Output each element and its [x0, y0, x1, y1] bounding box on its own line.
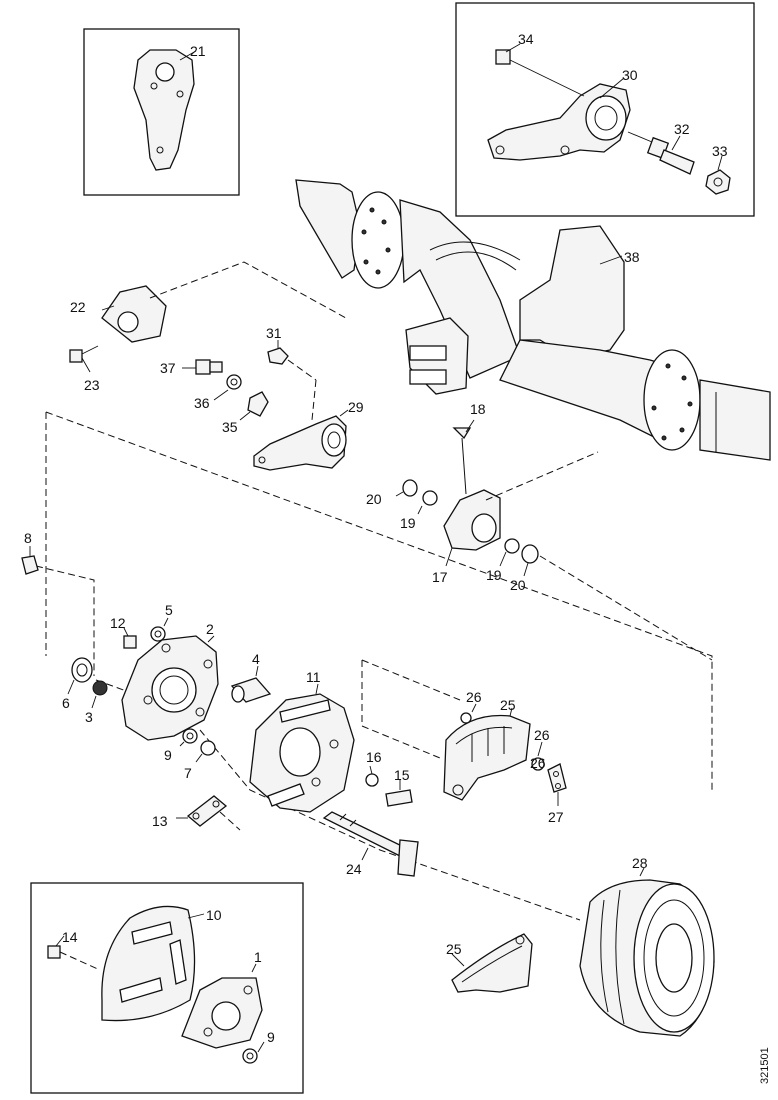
callout-20-lower: 20 — [510, 577, 526, 593]
part-axle-38 — [295, 179, 771, 461]
part-washer-16 — [365, 765, 379, 787]
callout-9-inset: 9 — [267, 1029, 275, 1045]
callout-25-lower: 25 — [446, 941, 462, 957]
callout-23: 23 — [84, 377, 100, 393]
callout-36: 36 — [194, 395, 210, 411]
callout-34: 34 — [518, 31, 534, 47]
callout-16: 16 — [366, 749, 382, 765]
callout-26-mid: 26 — [530, 755, 546, 771]
callout-1: 1 — [254, 949, 262, 965]
callout-4: 4 — [252, 651, 260, 667]
part-washer-36 — [213, 374, 242, 401]
part-seal-3 — [91, 680, 108, 709]
part-bolt-12 — [123, 627, 137, 649]
part-bolt-37 — [182, 359, 223, 375]
callout-9: 9 — [164, 747, 172, 763]
part-link-13 — [176, 795, 228, 827]
callout-38: 38 — [624, 249, 640, 265]
callout-19: 19 — [400, 515, 416, 531]
part-seal-7 — [195, 740, 216, 763]
callout-10: 10 — [206, 907, 222, 923]
part-camshaft-24 — [322, 811, 419, 877]
callout-35: 35 — [222, 419, 238, 435]
callout-5: 5 — [165, 602, 173, 618]
part-nipple-18 — [452, 419, 475, 495]
part-fitting-31 — [267, 340, 317, 421]
part-brake-drum-28 — [579, 867, 715, 1037]
callout-27: 27 — [548, 809, 564, 825]
callout-17: 17 — [432, 569, 448, 585]
part-bolt-15 — [385, 780, 413, 807]
callout-28: 28 — [632, 855, 648, 871]
part-pin-4 — [230, 665, 272, 703]
part-bracket-30 — [487, 77, 631, 161]
callout-18: 18 — [470, 401, 486, 417]
callout-12: 12 — [110, 615, 126, 631]
callout-7: 7 — [184, 765, 192, 781]
part-dust-shield-11 — [249, 683, 355, 813]
part-bolt-34 — [495, 43, 585, 97]
part-slack-adjuster-29 — [253, 409, 349, 471]
callout-8: 8 — [24, 530, 32, 546]
callout-14: 14 — [62, 929, 78, 945]
inset-frame-bracket-30 — [455, 2, 755, 217]
part-bolt-23 — [69, 345, 99, 373]
part-bracket-1 — [181, 963, 263, 1049]
callout-30: 30 — [622, 67, 638, 83]
part-link-27 — [547, 763, 567, 806]
part-seal-19-upper — [417, 490, 438, 515]
part-bolt-8 — [21, 546, 39, 575]
part-seal-19-lower — [499, 538, 520, 567]
callout-11: 11 — [306, 669, 321, 685]
inset-frame-backplate-10 — [30, 882, 304, 1094]
part-clip-26-b — [531, 741, 545, 771]
part-bushing-6 — [67, 657, 93, 695]
part-bushing-35 — [239, 391, 269, 421]
part-bolt-32 — [627, 131, 695, 175]
part-bracket-22 — [101, 285, 167, 343]
part-bracket-21 — [133, 49, 197, 171]
callout-33: 33 — [712, 143, 728, 159]
part-dust-shield-10 — [101, 905, 205, 1022]
part-washer-5 — [150, 617, 169, 642]
part-ring-20-lower — [521, 544, 539, 577]
callout-19-lower: 19 — [486, 567, 502, 583]
callout-37: 37 — [160, 360, 176, 376]
part-bracket-17 — [443, 489, 501, 567]
callout-32: 32 — [674, 121, 690, 137]
part-brake-shoe-25 — [443, 707, 531, 801]
drawing-number: 321501 — [759, 1047, 771, 1084]
callout-26: 26 — [466, 689, 482, 705]
callout-15: 15 — [394, 767, 410, 783]
callout-20: 20 — [366, 491, 382, 507]
callout-25: 25 — [500, 697, 516, 713]
part-bushing-9 — [179, 728, 198, 747]
part-clip-26-a — [460, 703, 477, 724]
callout-13: 13 — [152, 813, 168, 829]
callout-21: 21 — [190, 43, 206, 59]
callout-31: 31 — [266, 325, 282, 341]
callout-3: 3 — [85, 709, 93, 725]
part-bolt-14 — [47, 935, 65, 959]
inset-frame-bracket-21 — [83, 28, 240, 196]
part-brake-shoe-25-lower — [451, 933, 533, 993]
part-bushing-9-inset — [242, 1041, 265, 1064]
part-ring-20-upper — [395, 479, 418, 497]
callout-24: 24 — [346, 861, 362, 877]
callout-29: 29 — [348, 399, 364, 415]
part-brake-carrier-2 — [121, 635, 219, 741]
callout-6: 6 — [62, 695, 70, 711]
callout-2: 2 — [206, 621, 214, 637]
callout-26-right: 26 — [534, 727, 550, 743]
callout-22: 22 — [70, 299, 86, 315]
part-nut-33 — [705, 155, 731, 195]
